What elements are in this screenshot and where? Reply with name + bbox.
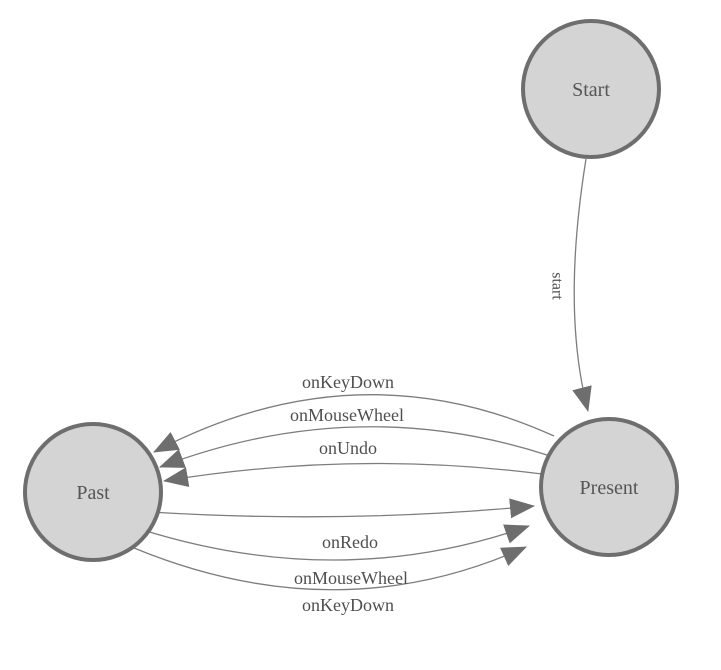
transition-start-to-present[interactable]: [572, 158, 592, 412]
transitions-layer: [133, 158, 592, 591]
transition-present-to-past-onmousewheel[interactable]: [159, 426, 548, 468]
state-node-past[interactable]: [23, 422, 163, 562]
transition-label-onkeydown-bottom: onKeyDown: [302, 595, 394, 615]
transition-label-onmousewheel-top: onMouseWheel: [290, 405, 404, 425]
state-label-start: Start: [572, 79, 610, 101]
transition-present-to-past-onkeydown[interactable]: [153, 394, 555, 453]
state-label-past: Past: [76, 482, 110, 504]
transition-label-onredo: onRedo: [322, 532, 378, 552]
state-node-start[interactable]: [521, 19, 661, 159]
transition-past-to-present-onredo[interactable]: [149, 498, 535, 519]
states-layer: Start Present Past: [23, 19, 679, 562]
transition-past-to-present-onkeydown[interactable]: [133, 546, 527, 591]
state-label-present: Present: [580, 477, 639, 499]
transition-present-to-past-onundo[interactable]: [163, 462, 543, 487]
transition-labels-layer: start onKeyDown onMouseWheel onUndo onRe…: [290, 272, 565, 615]
transition-past-to-present-onmousewheel[interactable]: [142, 524, 530, 561]
transition-label-start: start: [549, 272, 566, 300]
transition-label-onmousewheel-bottom: onMouseWheel: [294, 568, 408, 588]
transition-label-onundo: onUndo: [319, 438, 377, 458]
state-node-present[interactable]: [539, 417, 679, 557]
transition-label-onkeydown-top: onKeyDown: [302, 372, 394, 392]
